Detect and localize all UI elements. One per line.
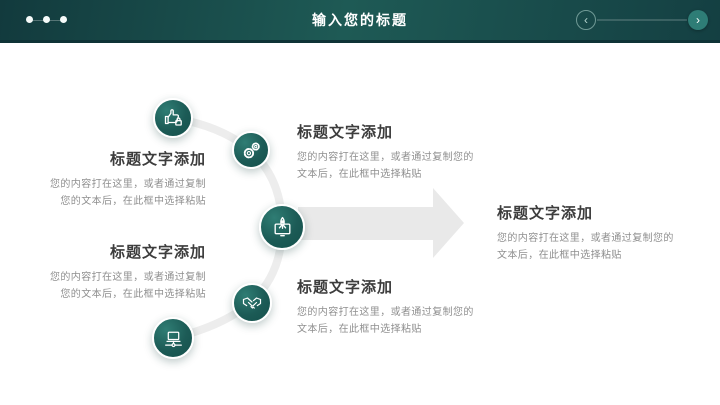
- rocket-laptop-icon: [274, 216, 290, 236]
- text-block-1: 标题文字添加 您的内容打在这里，或者通过复制 您的文本后，在此框中选择粘贴: [30, 148, 206, 210]
- network-laptop-icon: [164, 331, 182, 347]
- body-line: 文本后，在此框中选择粘贴: [297, 323, 422, 335]
- block-body: 您的内容打在这里，或者通过复制您的 文本后，在此框中选择粘贴: [497, 231, 682, 264]
- handshake-icon: [242, 297, 262, 309]
- text-block-5: 标题文字添加 您的内容打在这里，或者通过复制您的 文本后，在此框中选择粘贴: [497, 202, 682, 264]
- body-line: 您的文本后，在此框中选择粘贴: [60, 288, 206, 300]
- block-body: 您的内容打在这里，或者通过复制 您的文本后，在此框中选择粘贴: [30, 177, 206, 210]
- body-line: 文本后，在此框中选择粘贴: [297, 168, 422, 180]
- body-line: 文本后，在此框中选择粘贴: [497, 249, 622, 261]
- header-dots: [26, 16, 70, 24]
- body-line: 您的内容打在这里，或者通过复制: [50, 179, 206, 190]
- block-body: 您的内容打在这里，或者通过复制您的 文本后，在此框中选择粘贴: [297, 305, 482, 338]
- page-title: 输入您的标题: [312, 12, 408, 28]
- dot-icon: [43, 16, 50, 23]
- body-line: 您的内容打在这里，或者通过复制您的: [297, 307, 474, 318]
- node-5: [152, 317, 194, 359]
- node-1: [153, 98, 193, 138]
- node-2: [232, 131, 270, 169]
- chevron-right-icon: ›: [696, 13, 700, 27]
- chevron-left-icon: ‹: [584, 13, 588, 27]
- dot-icon: [60, 16, 67, 23]
- block-body: 您的内容打在这里，或者通过复制您的 文本后，在此框中选择粘贴: [297, 150, 482, 183]
- body-line: 您的文本后，在此框中选择粘贴: [60, 195, 206, 207]
- block-heading: 标题文字添加: [297, 124, 394, 141]
- pager-nav: ‹ ›: [576, 0, 708, 40]
- body-line: 您的内容打在这里，或者通过复制您的: [497, 233, 674, 244]
- thumbs-up-lock-icon: [164, 109, 182, 126]
- body-line: 您的内容打在这里，或者通过复制: [50, 272, 206, 283]
- block-heading: 标题文字添加: [109, 151, 206, 168]
- dot-icon: [26, 16, 33, 23]
- node-3: [259, 204, 305, 250]
- body-line: 您的内容打在这里，或者通过复制您的: [297, 152, 474, 163]
- node-4: [232, 283, 272, 323]
- block-heading: 标题文字添加: [297, 279, 394, 296]
- text-block-3: 标题文字添加 您的内容打在这里，或者通过复制 您的文本后，在此框中选择粘贴: [30, 241, 206, 303]
- block-body: 您的内容打在这里，或者通过复制 您的文本后，在此框中选择粘贴: [30, 270, 206, 303]
- nav-progress-line: [597, 19, 687, 21]
- next-button[interactable]: ›: [688, 10, 708, 30]
- gears-icon: [243, 142, 260, 158]
- prev-button[interactable]: ‹: [576, 10, 596, 30]
- block-heading: 标题文字添加: [109, 244, 206, 261]
- big-arrow: [298, 188, 464, 258]
- text-block-2: 标题文字添加 您的内容打在这里，或者通过复制您的 文本后，在此框中选择粘贴: [297, 121, 482, 183]
- header-bar: 输入您的标题 ‹ ›: [0, 0, 720, 43]
- block-heading: 标题文字添加: [497, 205, 594, 222]
- text-block-4: 标题文字添加 您的内容打在这里，或者通过复制您的 文本后，在此框中选择粘贴: [297, 276, 482, 338]
